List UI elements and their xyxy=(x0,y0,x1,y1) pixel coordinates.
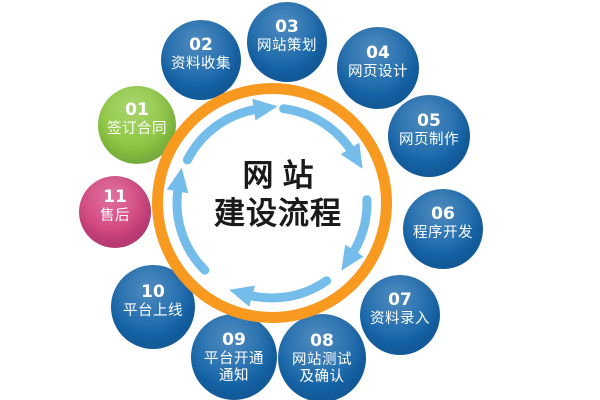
cycle-arrow-top-left xyxy=(182,98,278,165)
step-number: 03 xyxy=(275,16,299,37)
cycle-arrow-top-right xyxy=(279,104,363,169)
step-number: 01 xyxy=(125,99,149,120)
step-label: 网页制作 xyxy=(399,131,459,148)
step-number: 08 xyxy=(310,330,334,351)
step-label: 通知 xyxy=(219,368,249,384)
hub-title-line1: 网站 xyxy=(242,158,323,194)
step-number: 06 xyxy=(431,203,455,224)
step-label: 及确认 xyxy=(299,369,345,385)
step-number: 10 xyxy=(141,281,165,302)
step-label: 资料录入 xyxy=(370,310,430,327)
step-label: 签订合同 xyxy=(107,120,167,137)
step-label: 平台开通 xyxy=(204,350,264,367)
step-number: 11 xyxy=(103,186,127,207)
step-number: 09 xyxy=(222,329,246,350)
step-label: 资料收集 xyxy=(171,55,231,72)
cycle-arrow-left xyxy=(166,167,210,275)
step-label: 平台上线 xyxy=(123,302,183,319)
step-label: 网站策划 xyxy=(257,37,317,54)
cycle-arrow-bottom xyxy=(229,276,331,307)
step-label: 网站测试 xyxy=(292,351,352,368)
step-number: 02 xyxy=(189,34,213,55)
step-number: 04 xyxy=(366,42,390,63)
cycle-arrows xyxy=(166,98,372,307)
step-number: 07 xyxy=(388,289,412,310)
hub-title-line2: 建设流程 xyxy=(214,196,342,232)
step-label: 程序开发 xyxy=(413,224,473,241)
cycle-arrow-right xyxy=(341,195,372,271)
step-label: 售后 xyxy=(100,207,130,224)
hub-title: 网站 建设流程 xyxy=(158,75,398,315)
process-hub: 网站 建设流程 xyxy=(152,83,392,323)
step-number: 05 xyxy=(417,110,441,131)
step-label: 网页设计 xyxy=(348,63,408,80)
